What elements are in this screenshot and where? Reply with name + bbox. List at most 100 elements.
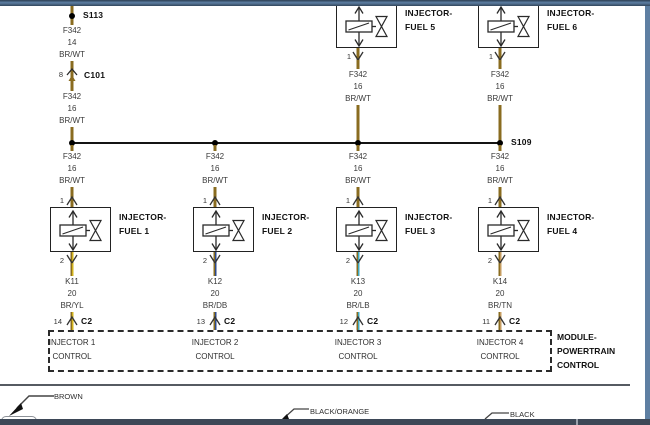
wire-circuit: F342 <box>490 152 510 161</box>
connector-chevron-icon <box>494 195 506 206</box>
connector-y-icon <box>494 254 506 264</box>
wire-color: BR/WT <box>345 94 371 103</box>
wire-gauge: 16 <box>353 82 363 91</box>
legend-color-label: BLACK <box>510 410 535 419</box>
wire-color: BR/WT <box>202 176 228 185</box>
connector-pin: 2 <box>345 256 350 265</box>
wire-gauge: 20 <box>495 289 505 298</box>
pcm-function-label: INJECTOR 3 <box>334 338 382 347</box>
pcm-function-label: INJECTOR 2 <box>191 338 239 347</box>
wire-label-stack: F342 16 BR/WT <box>477 69 523 105</box>
wire-circuit: F342 <box>205 152 225 161</box>
connector-y-icon <box>352 254 364 264</box>
wire-label-stack: F342 16 BR/WT <box>192 151 238 187</box>
wire-color: BR/WT <box>59 176 85 185</box>
connector-pin: 2 <box>202 256 207 265</box>
wire-gauge: 16 <box>353 164 363 173</box>
wire-label-stack: F342 16 BR/WT <box>49 151 95 187</box>
connector-chevron-icon <box>209 195 221 206</box>
connector-chevron-icon <box>352 315 364 326</box>
wire-gauge: 16 <box>495 82 505 91</box>
wire-color: BR/WT <box>345 176 371 185</box>
splice-dot <box>497 140 503 146</box>
wire-circuit: K13 <box>350 277 366 286</box>
component-name: INJECTOR- <box>405 212 453 222</box>
connector-pin: 14 <box>53 317 62 326</box>
connector-pin: 1 <box>345 196 350 205</box>
injector-3-box <box>336 207 397 252</box>
wire-label-stack: F342 16 BR/WT <box>477 151 523 187</box>
wire-color: BR/WT <box>59 116 85 125</box>
pcm-function-label: INJECTOR 1 <box>48 338 96 347</box>
connector-inline-icon <box>66 67 78 85</box>
wire-label-stack: F342 16 BR/WT <box>49 91 95 127</box>
wire-gauge: 20 <box>353 289 363 298</box>
wire-label-stack: F342 16 BR/WT <box>335 151 381 187</box>
wire-color: BR/WT <box>487 94 513 103</box>
connector-y-icon <box>494 51 506 67</box>
wire-segment <box>70 0 74 143</box>
injector-coil-valve-icon <box>345 209 389 252</box>
wire-color: BR/TN <box>488 301 512 310</box>
wire-circuit: K14 <box>492 277 508 286</box>
wire-gauge: 16 <box>210 164 220 173</box>
splice-dot <box>212 140 218 146</box>
component-name: FUEL 2 <box>262 226 293 236</box>
wire-color-arrow-icon <box>9 395 54 416</box>
wire-circuit: F342 <box>348 70 368 79</box>
splice-bus-line <box>72 142 500 144</box>
connector-pin: 1 <box>59 196 64 205</box>
injector-6-box <box>478 0 539 48</box>
component-name: FUEL 1 <box>119 226 150 236</box>
wire-gauge: 14 <box>67 38 77 47</box>
connector-y-icon <box>209 254 221 264</box>
connector-chevron-icon <box>66 195 78 206</box>
connector-pin: 1 <box>487 196 492 205</box>
connector-pin: 1 <box>202 196 207 205</box>
window-right-edge <box>645 0 650 425</box>
connector-label: C2 <box>509 316 521 326</box>
connector-chevron-icon <box>494 315 506 326</box>
wire-circuit: F342 <box>348 152 368 161</box>
injector-2-box <box>193 207 254 252</box>
component-name: INJECTOR- <box>119 212 167 222</box>
connector-chevron-icon <box>209 315 221 326</box>
legend-color-label: BLACK/ORANGE <box>310 407 370 416</box>
wire-gauge: 20 <box>67 289 77 298</box>
connector-chevron-icon <box>66 315 78 326</box>
component-name: FUEL 5 <box>405 22 436 32</box>
window-top-bar <box>0 0 650 6</box>
wire-label-stack: K13 20 BR/LB <box>335 276 381 312</box>
component-name: INJECTOR- <box>547 212 595 222</box>
connector-pin: 2 <box>59 256 64 265</box>
component-name: INJECTOR- <box>547 8 595 18</box>
wire-color: BR/LB <box>346 301 370 310</box>
connector-pin: 8 <box>58 70 63 79</box>
connector-pin: 1 <box>488 52 493 61</box>
wire-color: BR/DB <box>202 301 228 310</box>
pcm-function-label: CONTROL <box>195 352 235 361</box>
component-name: FUEL 6 <box>547 22 578 32</box>
splice-dot <box>69 140 75 146</box>
wire-circuit: F342 <box>62 152 82 161</box>
splice-dot <box>69 13 75 19</box>
wire-gauge: 16 <box>67 104 77 113</box>
module-name: POWERTRAIN <box>557 346 616 356</box>
legend-color-label: BROWN <box>54 392 83 401</box>
wire-gauge: 20 <box>210 289 220 298</box>
pcm-module-boundary <box>48 330 552 372</box>
window-bottom-bar <box>0 419 650 425</box>
wire-circuit: F342 <box>62 92 82 101</box>
splice-label: S113 <box>83 10 104 20</box>
module-name: CONTROL <box>557 360 600 370</box>
connector-pin: 11 <box>482 317 490 326</box>
component-name: INJECTOR- <box>405 8 453 18</box>
wire-label-stack: K11 20 BR/YL <box>49 276 95 312</box>
wire-label-stack: K12 20 BR/DB <box>192 276 238 312</box>
connector-label: C2 <box>367 316 379 326</box>
connector-chevron-icon <box>352 195 364 206</box>
section-divider <box>0 384 630 386</box>
wire-circuit: K11 <box>65 277 79 286</box>
wire-gauge: 16 <box>67 164 77 173</box>
